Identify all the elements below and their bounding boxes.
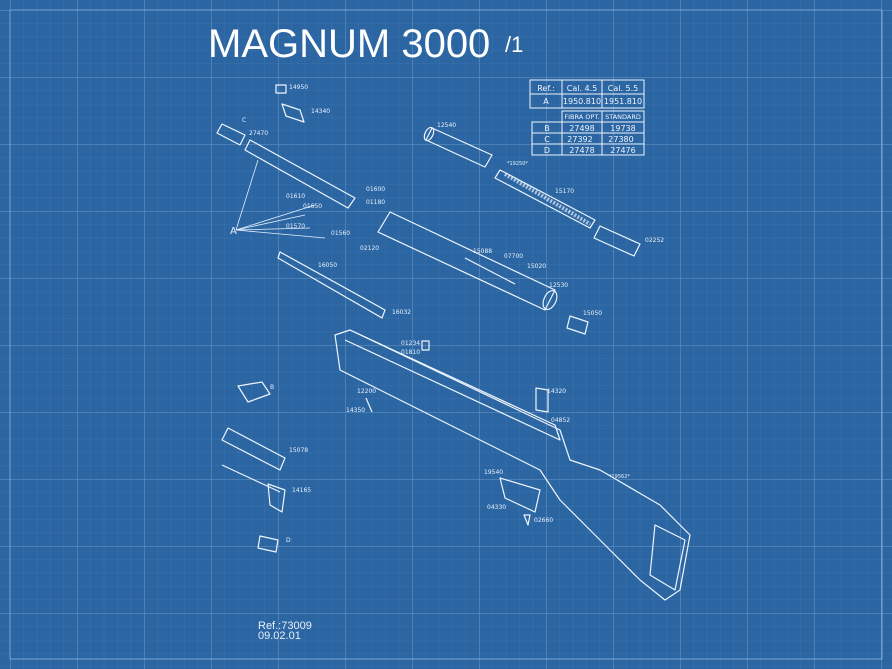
part-14340	[281, 103, 305, 123]
part-15078	[221, 427, 286, 471]
svg-text:27498: 27498	[569, 124, 594, 133]
label-14340: 14340	[311, 108, 330, 115]
reference-table: Ref.: Cal. 4.5 Cal. 5.5 A 1950.810 1951.…	[529, 79, 645, 156]
svg-text:B: B	[544, 124, 550, 133]
label-04852: 04852	[551, 417, 570, 424]
label-19562: *19562*	[609, 474, 630, 480]
label-12530: 12530	[549, 282, 568, 289]
svg-text:1950.810: 1950.810	[563, 97, 601, 106]
part-d	[257, 535, 279, 553]
svg-text:27392: 27392	[567, 135, 592, 144]
spring-part	[494, 169, 596, 229]
part-15050	[566, 315, 589, 335]
label-27470: 27470	[249, 130, 268, 137]
label-15170: 15170	[555, 188, 574, 195]
label-15088: 15088	[473, 248, 492, 255]
label-d: D	[286, 537, 291, 544]
label-12200: 12200	[357, 388, 376, 395]
label-15078: 15078	[289, 447, 308, 454]
svg-text:1951.810: 1951.810	[604, 97, 642, 106]
trigger-guard	[499, 477, 541, 513]
label-19250: *19250*	[507, 161, 528, 167]
svg-text:19738: 19738	[610, 124, 635, 133]
label-c: C	[242, 117, 246, 124]
svg-text:C: C	[544, 135, 550, 144]
label-07700: 07700	[504, 253, 523, 260]
svg-text:A: A	[543, 97, 549, 106]
svg-text:Ref.:: Ref.:	[537, 84, 555, 93]
trigger-part	[267, 483, 286, 513]
label-a: A	[230, 226, 237, 237]
label-14320: 14320	[547, 388, 566, 395]
label-15050: 15050	[583, 310, 602, 317]
label-01570: 01570	[286, 223, 305, 230]
svg-text:D: D	[544, 146, 550, 155]
svg-text:27380: 27380	[608, 135, 633, 144]
label-01234: 01234	[401, 340, 420, 347]
buttplate-grip	[649, 524, 686, 591]
border	[9, 9, 883, 660]
svg-text:27478: 27478	[569, 146, 594, 155]
label-14950: 14950	[289, 84, 308, 91]
trigger-rod	[221, 464, 281, 493]
footer-ref: Ref.:73009	[258, 620, 312, 632]
label-15020: 15020	[527, 263, 546, 270]
label-01610: 01610	[286, 193, 305, 200]
part-labels: 14950 14340 C 27470 01600 01610 01180 01…	[230, 84, 664, 544]
label-01650: 01650	[303, 203, 322, 210]
stock	[334, 329, 691, 601]
label-19540: 19540	[484, 469, 503, 476]
part-14320	[535, 387, 549, 413]
compression-tube	[377, 211, 556, 311]
spring-guide	[593, 225, 641, 257]
label-16050: 16050	[318, 262, 337, 269]
svg-text:Cal. 4.5: Cal. 4.5	[567, 84, 598, 93]
svg-text:27476: 27476	[610, 146, 635, 155]
label-02660: 02660	[534, 517, 553, 524]
piston-part	[425, 127, 493, 168]
label-02120: 02120	[360, 245, 379, 252]
part-16032	[277, 251, 386, 319]
svg-text:Cal. 5.5: Cal. 5.5	[608, 84, 639, 93]
label-14165: 14165	[292, 487, 311, 494]
label-04330: 04330	[487, 504, 506, 511]
svg-text:FIBRA OPT.: FIBRA OPT.	[564, 113, 599, 121]
rear-sight-part	[237, 381, 271, 403]
label-14350: 14350	[346, 407, 365, 414]
front-sight-part	[216, 123, 246, 146]
label-16032: 16032	[392, 309, 411, 316]
label-01810: 01810	[401, 349, 420, 356]
title: MAGNUM 3000	[208, 22, 490, 66]
barrel-part	[244, 139, 356, 209]
parts-drawing	[216, 84, 691, 601]
title-suffix: /1	[505, 32, 523, 57]
label-01180: 01180	[366, 199, 385, 206]
label-b: B	[270, 384, 274, 391]
label-12540: 12540	[437, 122, 456, 129]
label-01560: 01560	[331, 230, 350, 237]
label-02252: 02252	[645, 237, 664, 244]
part-14950	[275, 84, 287, 94]
footer-date: 09.02.01	[258, 630, 301, 642]
svg-text:STANDARD: STANDARD	[605, 113, 641, 121]
label-01600: 01600	[366, 186, 385, 193]
